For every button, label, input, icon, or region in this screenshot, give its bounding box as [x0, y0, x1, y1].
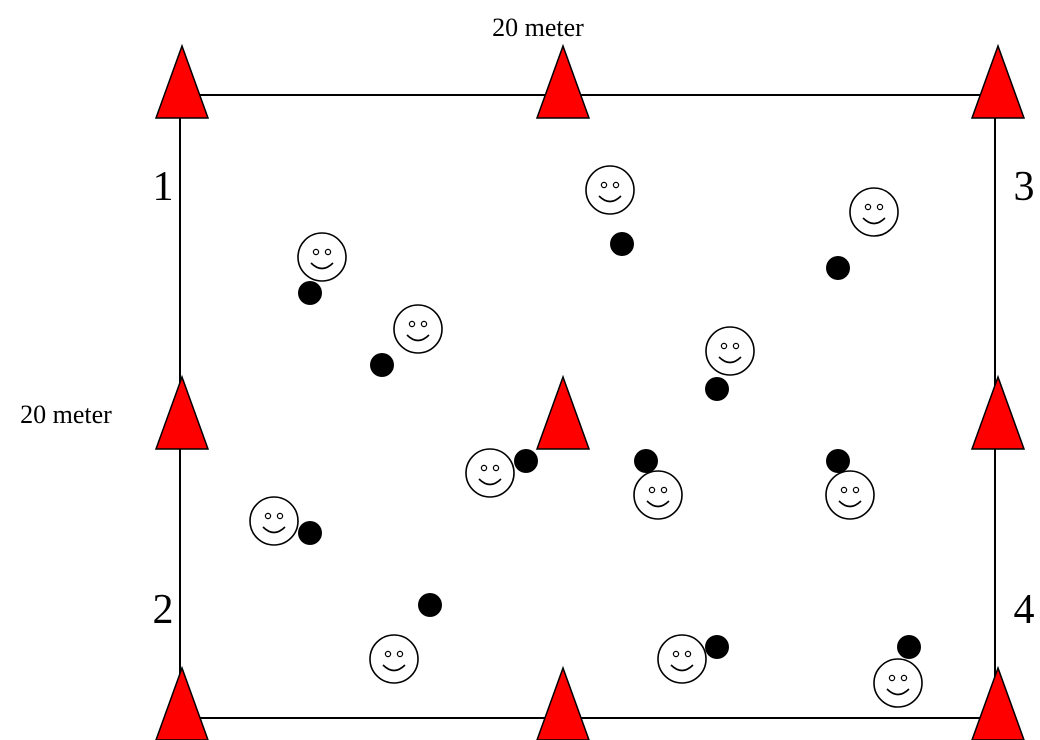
smiley-face-icon	[393, 304, 443, 354]
ball-icon	[610, 232, 634, 256]
cones-group	[154, 43, 1026, 740]
cone-icon	[971, 665, 1025, 740]
corner-label-2: 2	[153, 587, 174, 633]
side-dimension-label: 20 meter	[20, 400, 112, 429]
smiley-face-icon	[297, 232, 347, 282]
ball-icon	[705, 377, 729, 401]
cone-icon	[155, 665, 209, 740]
cone-icon	[535, 43, 591, 119]
ball-icon	[634, 449, 658, 473]
cone-icon	[154, 43, 210, 119]
corner-label-1: 1	[153, 164, 174, 210]
corner-label-3: 3	[1014, 164, 1035, 210]
ball-icon	[826, 449, 850, 473]
cone-icon	[535, 374, 591, 450]
top-dimension-label: 20 meter	[492, 13, 584, 42]
cone-icon	[970, 43, 1026, 119]
smiley-face-icon	[705, 326, 755, 376]
ball-icon	[705, 635, 729, 659]
ball-icon	[298, 281, 322, 305]
smiley-face-icon	[873, 658, 923, 708]
players-group	[249, 165, 923, 708]
smiley-face-icon	[849, 187, 899, 237]
smiley-face-icon	[657, 634, 707, 684]
ball-icon	[826, 256, 850, 280]
ball-icon	[514, 449, 538, 473]
ball-icon	[897, 635, 921, 659]
cone-icon	[154, 374, 210, 450]
smiley-face-icon	[369, 634, 419, 684]
ball-icon	[298, 521, 322, 545]
cone-icon	[970, 374, 1026, 450]
ball-icon	[370, 353, 394, 377]
cone-icon	[536, 665, 590, 740]
ball-icon	[418, 593, 442, 617]
smiley-face-icon	[585, 165, 635, 215]
corner-label-4: 4	[1014, 587, 1035, 633]
smiley-face-icon	[633, 470, 683, 520]
smiley-face-icon	[249, 496, 299, 546]
smiley-face-icon	[465, 448, 515, 498]
smiley-face-icon	[825, 470, 875, 520]
balls-group	[298, 232, 921, 659]
